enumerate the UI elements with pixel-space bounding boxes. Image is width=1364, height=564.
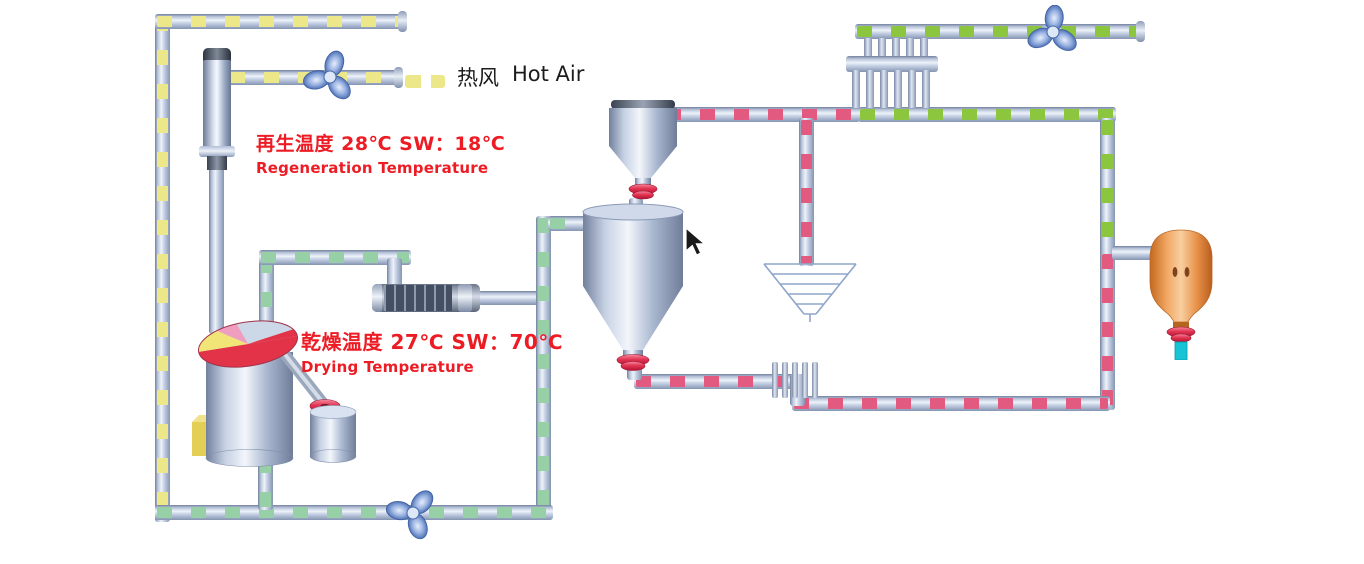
pipe-hopper-outlet-left: [664, 107, 860, 122]
pipe-dash-overlay: [157, 16, 403, 27]
legend: 热风 Hot Air: [405, 62, 584, 92]
drying-temperature-value: 乾燥温度 27℃ SW：70℃: [301, 330, 563, 354]
pipe-end-cap: [394, 67, 403, 88]
heat-exchanger-stub: [864, 38, 872, 58]
receiver-hopper: [609, 100, 677, 200]
pipe-bottom-right: [792, 396, 1110, 411]
pipe-right-upper: [1100, 118, 1115, 256]
silencer: [372, 284, 480, 312]
hot-air-swatch-icon: [405, 74, 445, 88]
diffuser-fin: [812, 362, 818, 398]
regeneration-readout: 再生温度 28℃ SW：18℃ Regeneration Temperature: [256, 129, 505, 177]
legend-label-zh: 热风: [457, 66, 499, 90]
silencer-cap: [372, 284, 382, 312]
pipe-hot-air-left: [155, 14, 170, 522]
pipe-tank-branch: [1112, 246, 1156, 260]
cyclone-hopper: [582, 203, 684, 371]
fan-exhaust-icon: [1027, 5, 1077, 51]
diffuser-fin: [772, 362, 778, 398]
silencer-band: [458, 284, 472, 312]
pipe-cyclone-bottom-h: [634, 374, 794, 389]
diffuser-fin: [792, 362, 798, 398]
pipe-end-cap: [1136, 21, 1145, 42]
heat-exchanger-fin: [894, 70, 902, 108]
pipe-silencer-outlet: [478, 291, 540, 305]
fan-return-icon: [386, 490, 434, 540]
pipe-hopper-outlet-right: [858, 107, 1116, 122]
pipe-dash-overlay: [801, 120, 812, 264]
pipe-dash-overlay: [1102, 120, 1113, 254]
pipe-dash-overlay: [157, 507, 551, 518]
pipe-heater-down: [209, 166, 224, 334]
pipe-dash-overlay: [857, 26, 1139, 37]
pipe-hot-air-top: [155, 14, 405, 29]
silencer-core: [384, 285, 452, 311]
pipe-dash-overlay: [1102, 254, 1113, 408]
pipe-dash-overlay: [794, 398, 1108, 409]
rotor-dryer: [192, 320, 357, 467]
drying-readout: 乾燥温度 27℃ SW：70℃ Drying Temperature: [301, 326, 563, 376]
pipe-top-right: [855, 24, 1141, 39]
pipe-end-cap: [398, 11, 407, 32]
pipe-right-lower: [1100, 252, 1115, 410]
pipe-silencer-elbow: [387, 258, 402, 292]
heater-top-cap: [203, 48, 231, 61]
fan-hot-air-icon: [303, 50, 351, 100]
pipe-dash-overlay: [157, 16, 168, 520]
storage-tank: [1149, 229, 1213, 360]
heat-exchanger-fin: [922, 70, 930, 108]
pipe-dash-overlay: [666, 109, 858, 120]
legend-label: 热风 Hot Air: [457, 62, 584, 92]
diffuser-fin: [782, 362, 788, 398]
heat-exchanger-stub: [906, 38, 914, 58]
pipe-funnel-feed: [799, 118, 814, 266]
heat-exchanger-fin: [908, 70, 916, 108]
material-funnel: [763, 263, 857, 322]
heat-exchanger-bar: [846, 56, 938, 72]
heat-exchanger-stub: [892, 38, 900, 58]
heater-tube: [203, 60, 231, 148]
pipe-return-bottom: [155, 505, 553, 520]
diffuser-fin: [802, 362, 808, 398]
heat-exchanger-stub: [878, 38, 886, 58]
pipe-dash-overlay: [636, 376, 792, 387]
drying-temperature-label: Drying Temperature: [301, 358, 474, 376]
legend-label-en: Hot Air: [512, 62, 585, 86]
regeneration-temperature-value: 再生温度 28℃ SW：18℃: [256, 133, 506, 155]
regeneration-temperature-label: Regeneration Temperature: [256, 159, 489, 177]
cursor-icon: [685, 226, 707, 256]
heat-exchanger-stub: [920, 38, 928, 58]
heat-exchanger-fin: [866, 70, 874, 108]
heat-exchanger-fin: [852, 70, 860, 108]
pipe-dash-overlay: [860, 109, 1114, 120]
heater-collar: [199, 146, 235, 157]
heater-stem: [207, 156, 227, 170]
heat-exchanger-fin: [880, 70, 888, 108]
